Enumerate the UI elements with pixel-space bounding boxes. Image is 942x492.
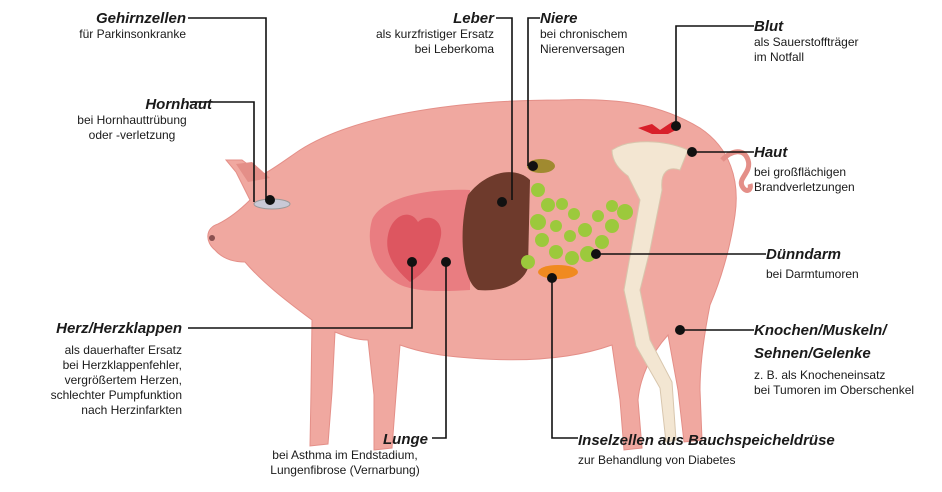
label-inselzellen: Inselzellen aus Bauchspeicheldrüse zur B… <box>578 432 835 468</box>
label-desc: als Sauerstoffträger <box>754 35 859 50</box>
label-title: Herz/Herzklappen <box>51 320 182 337</box>
label-hornhaut: Hornhaut bei Hornhauttrübung oder -verle… <box>46 96 218 143</box>
label-lunge: Lunge bei Asthma im Endstadium, Lungenfi… <box>258 431 432 478</box>
liver-shape <box>463 172 530 290</box>
leader-inselzellen-dot <box>547 273 557 283</box>
label-title: Blut <box>754 18 859 35</box>
label-desc: bei Leberkoma <box>376 42 494 57</box>
label-desc: bei Asthma im Endstadium, <box>258 448 432 463</box>
label-desc: für Parkinsonkranke <box>79 27 186 42</box>
label-title: Sehnen/Gelenke <box>754 345 914 362</box>
label-gehirnzellen: Gehirnzellen für Parkinsonkranke <box>79 10 186 42</box>
label-desc: vergrößertem Herzen, <box>51 373 182 388</box>
label-desc: z. B. als Knocheneinsatz <box>754 368 914 383</box>
leader-knochen-dot <box>675 325 685 335</box>
leader-herz-dot <box>407 257 417 267</box>
leader-duenndarm-dot <box>591 249 601 259</box>
label-title: Lunge <box>258 431 432 448</box>
label-desc: bei Herzklappenfehler, <box>51 358 182 373</box>
leader-lunge-dot <box>441 257 451 267</box>
label-title: Knochen/Muskeln/ <box>754 322 914 339</box>
label-title: Gehirnzellen <box>79 10 186 27</box>
label-desc: schlechter Pumpfunktion <box>51 388 182 403</box>
leader-haut-dot <box>687 147 697 157</box>
leader-blut <box>676 26 754 126</box>
label-haut: Haut bei großflächigen Brandverletzungen <box>754 144 855 195</box>
label-title: Haut <box>754 144 855 161</box>
leader-blut-dot <box>671 121 681 131</box>
label-title: Niere <box>540 10 627 27</box>
label-leber: Leber als kurzfristiger Ersatz bei Leber… <box>376 10 494 57</box>
label-desc: zur Behandlung von Diabetes <box>578 453 835 468</box>
label-knochen: Knochen/Muskeln/ Sehnen/Gelenke z. B. al… <box>754 322 914 398</box>
label-desc: bei chronischem <box>540 27 627 42</box>
label-herz: Herz/Herzklappen als dauerhafter Ersatz … <box>51 320 182 418</box>
label-desc: als kurzfristiger Ersatz <box>376 27 494 42</box>
label-desc: Brandverletzungen <box>754 180 855 195</box>
leader-niere-dot <box>528 161 538 171</box>
pancreas-shape <box>538 265 578 279</box>
label-blut: Blut als Sauerstoffträger im Notfall <box>754 18 859 65</box>
label-title: Dünndarm <box>766 246 859 263</box>
label-title: Inselzellen aus Bauchspeicheldrüse <box>578 432 835 449</box>
label-desc: bei Tumoren im Oberschenkel <box>754 383 914 398</box>
leader-gehirnzellen-dot <box>265 195 275 205</box>
label-desc: bei Darmtumoren <box>766 267 859 282</box>
label-desc: oder -verletzung <box>46 128 218 143</box>
label-title: Leber <box>376 10 494 27</box>
label-desc: bei großflächigen <box>754 165 855 180</box>
label-desc: Nierenversagen <box>540 42 627 57</box>
label-desc: Lungenfibrose (Vernarbung) <box>258 463 432 478</box>
pig-snout-icon <box>209 235 215 241</box>
label-desc: im Notfall <box>754 50 859 65</box>
leader-leber-dot <box>497 197 507 207</box>
label-duenndarm: Dünndarm bei Darmtumoren <box>766 246 859 282</box>
label-desc: als dauerhafter Ersatz <box>51 343 182 358</box>
label-desc: bei Hornhauttrübung <box>46 113 218 128</box>
label-niere: Niere bei chronischem Nierenversagen <box>540 10 627 57</box>
label-title: Hornhaut <box>46 96 218 113</box>
label-desc: nach Herzinfarkten <box>51 403 182 418</box>
